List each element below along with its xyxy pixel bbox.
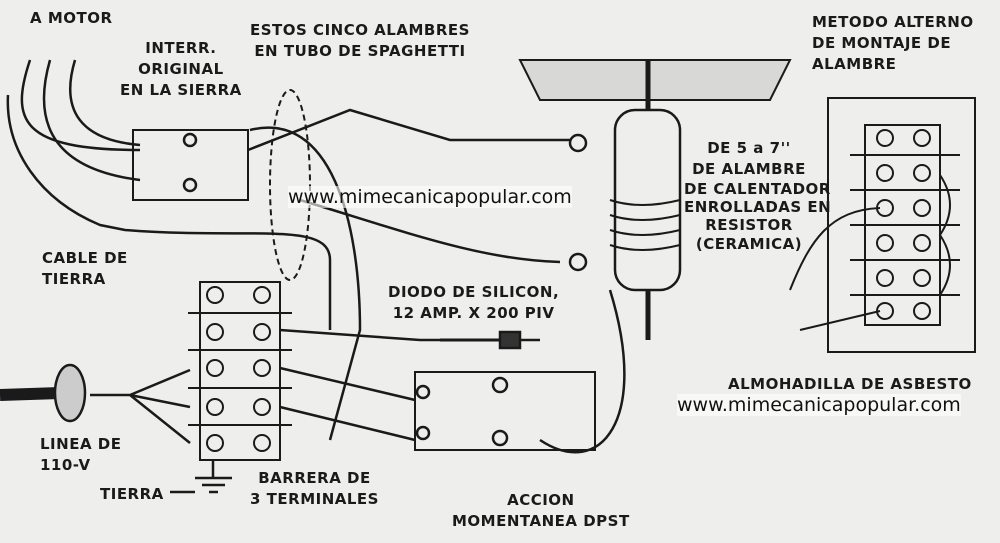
label-alt-method: METODO ALTERNO DE MONTAJE DE ALAMBRE — [812, 13, 974, 73]
label-five-wires: ESTOS CINCO ALAMBRES EN TUBO DE SPAGHETT… — [250, 21, 470, 60]
motor-wires — [6, 59, 332, 330]
label-barrier: BARRERA DE 3 TERMINALES — [250, 469, 379, 508]
label-original-switch: INTERR. ORIGINAL EN LA SIERRA — [120, 39, 242, 99]
original-switch — [132, 129, 249, 201]
label-line: LINEA DE 110-V — [40, 435, 122, 474]
watermark: www.mimecanicapopular.com — [677, 394, 961, 416]
asbestos-pad — [827, 97, 976, 353]
label-ground: TIERRA — [100, 485, 164, 503]
watermark: www.mimecanicapopular.com — [288, 186, 572, 208]
label-switch: ACCION MOMENTANEA DPST — [452, 491, 630, 530]
label-ground-cable: CABLE DE TIERRA — [42, 249, 128, 288]
label-motor: A MOTOR — [30, 9, 113, 27]
label-diode: DIODO DE SILICON, 12 AMP. X 200 PIV — [388, 283, 560, 322]
grommet — [53, 363, 87, 423]
terminal-barrier — [199, 281, 281, 461]
ceramic-resistor — [613, 108, 682, 292]
mounting-plate — [518, 59, 792, 101]
ground-symbol — [195, 460, 232, 494]
label-asbestos-pad: ALMOHADILLA DE ASBESTO — [728, 375, 972, 393]
spaghetti-tube-marker — [269, 89, 311, 281]
dpst-switch — [414, 371, 596, 451]
label-heater-wire: DE 5 a 7'' DE ALAMBRE DE CALENTADOR ENRO… — [684, 139, 832, 253]
